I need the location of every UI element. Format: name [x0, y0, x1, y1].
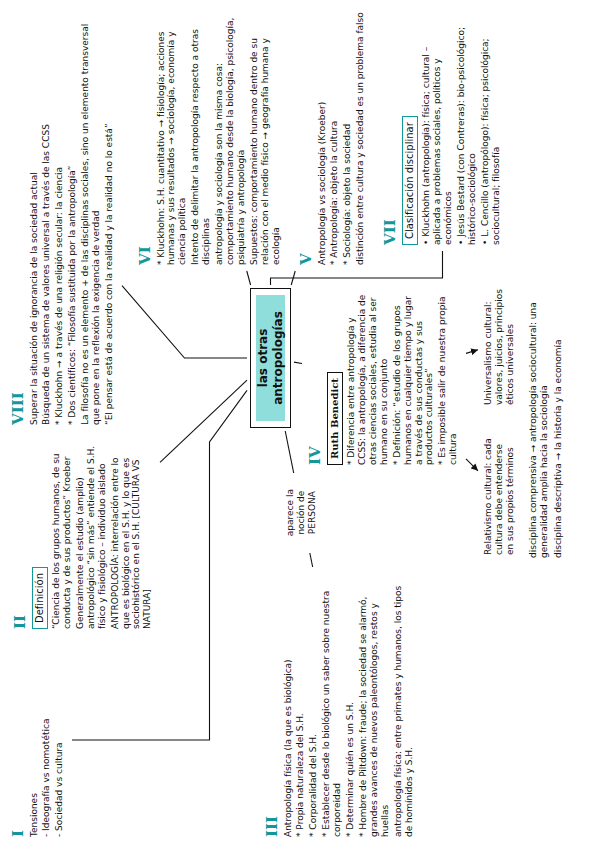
concept-cluster: Relativismo cultural: cada cultura debe … — [481, 428, 520, 558]
section-number: II — [12, 440, 29, 629]
section-number: VII — [382, 11, 399, 245]
branch-cluster: VII Clasificación disciplinar • Kluckhohn … — [380, 8, 505, 248]
node-text: antropología y sociología son la misma c… — [214, 11, 247, 265]
branch-label: aparece la noción de PERSONA — [284, 473, 319, 553]
node-text: * Diferencia entre antropología y CCSS: … — [346, 291, 390, 465]
node-text: Generalmente el estudio (amplio) antropo… — [75, 440, 108, 629]
branch-line — [247, 271, 251, 285]
node-text: Ruth Benedict — [329, 378, 341, 459]
node-text: * Definición: “estudio de los grupos hum… — [392, 291, 436, 465]
section-number: IV — [307, 291, 324, 465]
node-text: • Jesús Bestard (con Contreras): bio-psi… — [456, 11, 478, 245]
branch-line — [72, 390, 247, 740]
connector-group — [72, 251, 478, 740]
node-text: las otras antropologías — [256, 295, 285, 421]
node-text: * Es imposible salir de nuestra propia c… — [437, 291, 459, 465]
node-text: Relativismo cultural: cada cultura debe … — [483, 431, 516, 555]
node-text: * Sociología: objeto la sociedad — [342, 11, 353, 265]
node-text: Superar la situación de ignorancia de la… — [29, 11, 40, 425]
branch-line — [160, 380, 247, 462]
node-text: Antropología vs sociología (Kroeber) — [317, 11, 328, 265]
author-box: Ruth Benedict — [327, 372, 343, 465]
branch-cluster: IIIAntropología física (la que es biológ… — [262, 570, 419, 840]
section-number: III — [264, 573, 281, 837]
node-text: * Propia naturaleza del S.H. — [295, 573, 306, 837]
branch-cluster: ITensiones- Ideografía vs nomotética- So… — [8, 640, 69, 840]
branch-line — [466, 350, 478, 354]
node-text: Tensiones — [29, 643, 40, 837]
node-text: • Kluckhohn (antropología): física; cult… — [421, 11, 454, 245]
node-text: distinción entre cultura y sociedad es u… — [355, 11, 366, 265]
node-text: * Determinar quién es un S.H. — [345, 573, 356, 837]
heading-box: Clasificación disciplinar — [402, 116, 418, 245]
node-text: antropología física: entre primates y hu… — [393, 573, 415, 837]
branch-cluster: VAntropología vs sociología (Kroeber)* A… — [296, 8, 370, 268]
node-text: * Kluckhohn: S.H. cuantitativo → fisiolo… — [156, 11, 189, 265]
branch-line — [294, 362, 302, 363]
branch-cluster: IV Ruth Benedict * Diferencia entre antrop… — [305, 288, 463, 468]
node-text: * Kluckhohn → a través de una religión s… — [54, 11, 65, 425]
node-text: Definición — [34, 573, 46, 623]
node-text: Intento de delimitar la antropología res… — [190, 11, 212, 265]
node-text: * Dos científicos: “Filosofía sustituida… — [67, 11, 78, 425]
concept-cluster: Universalismo cultural: valores, juicios… — [481, 278, 520, 408]
node-text: * Establecer desde lo biológico un saber… — [321, 573, 343, 837]
section-number: VI — [137, 11, 154, 265]
node-text: * Hombre de Piltdown: fraude; la socieda… — [358, 573, 391, 837]
branch-cluster: II Definición “Ciencia de los grupos human… — [10, 437, 157, 632]
branch-line — [466, 459, 478, 471]
node-text: ANTROPOLOGÍA: interrelación entre lo que… — [110, 440, 154, 629]
section-number: I — [10, 643, 27, 837]
section-number: VIII — [10, 11, 27, 425]
node-text: “Ciencia de los grupos humanos, de su co… — [51, 440, 73, 629]
node-text: Búsqueda de un sistema de valores univer… — [41, 11, 52, 425]
branch-cluster: VIIISuperar la situación de ignorancia d… — [8, 8, 119, 428]
node-text: * Corporalidad del S.H. — [308, 573, 319, 837]
node-text: “El pensar está de acuerdo con la realid… — [104, 11, 115, 425]
node-text: • L. Cencillo (antropólogo): física; psi… — [480, 11, 502, 245]
branch-cluster: VI* Kluckhohn: S.H. cuantitativo → fisio… — [135, 8, 286, 268]
node-text: Clasificación disciplinar — [404, 122, 416, 239]
heading-box: Definición — [32, 567, 48, 629]
node-text: Supuestos: comportamiento humano dentro … — [249, 11, 282, 265]
node-text: - Sociedad vs cultura — [54, 643, 65, 837]
node-text: - Ideografía vs nomotética — [41, 643, 52, 837]
central-topic-box: las otras antropologías — [250, 288, 291, 428]
note-text: disciplina descriptiva → la historia y l… — [553, 268, 564, 558]
section-number: V — [298, 11, 315, 265]
node-text: * Antropología: objeto la cultura — [329, 11, 340, 265]
node-text: Antropología física (la que es biológica… — [283, 573, 294, 837]
node-text: La filosofía no es un elemento + de las … — [80, 11, 102, 425]
branch-line — [122, 286, 247, 358]
node-text: Universalismo cultural: valores, juicios… — [483, 281, 516, 405]
note-text: disciplina comprensiva → antropología so… — [528, 268, 550, 558]
